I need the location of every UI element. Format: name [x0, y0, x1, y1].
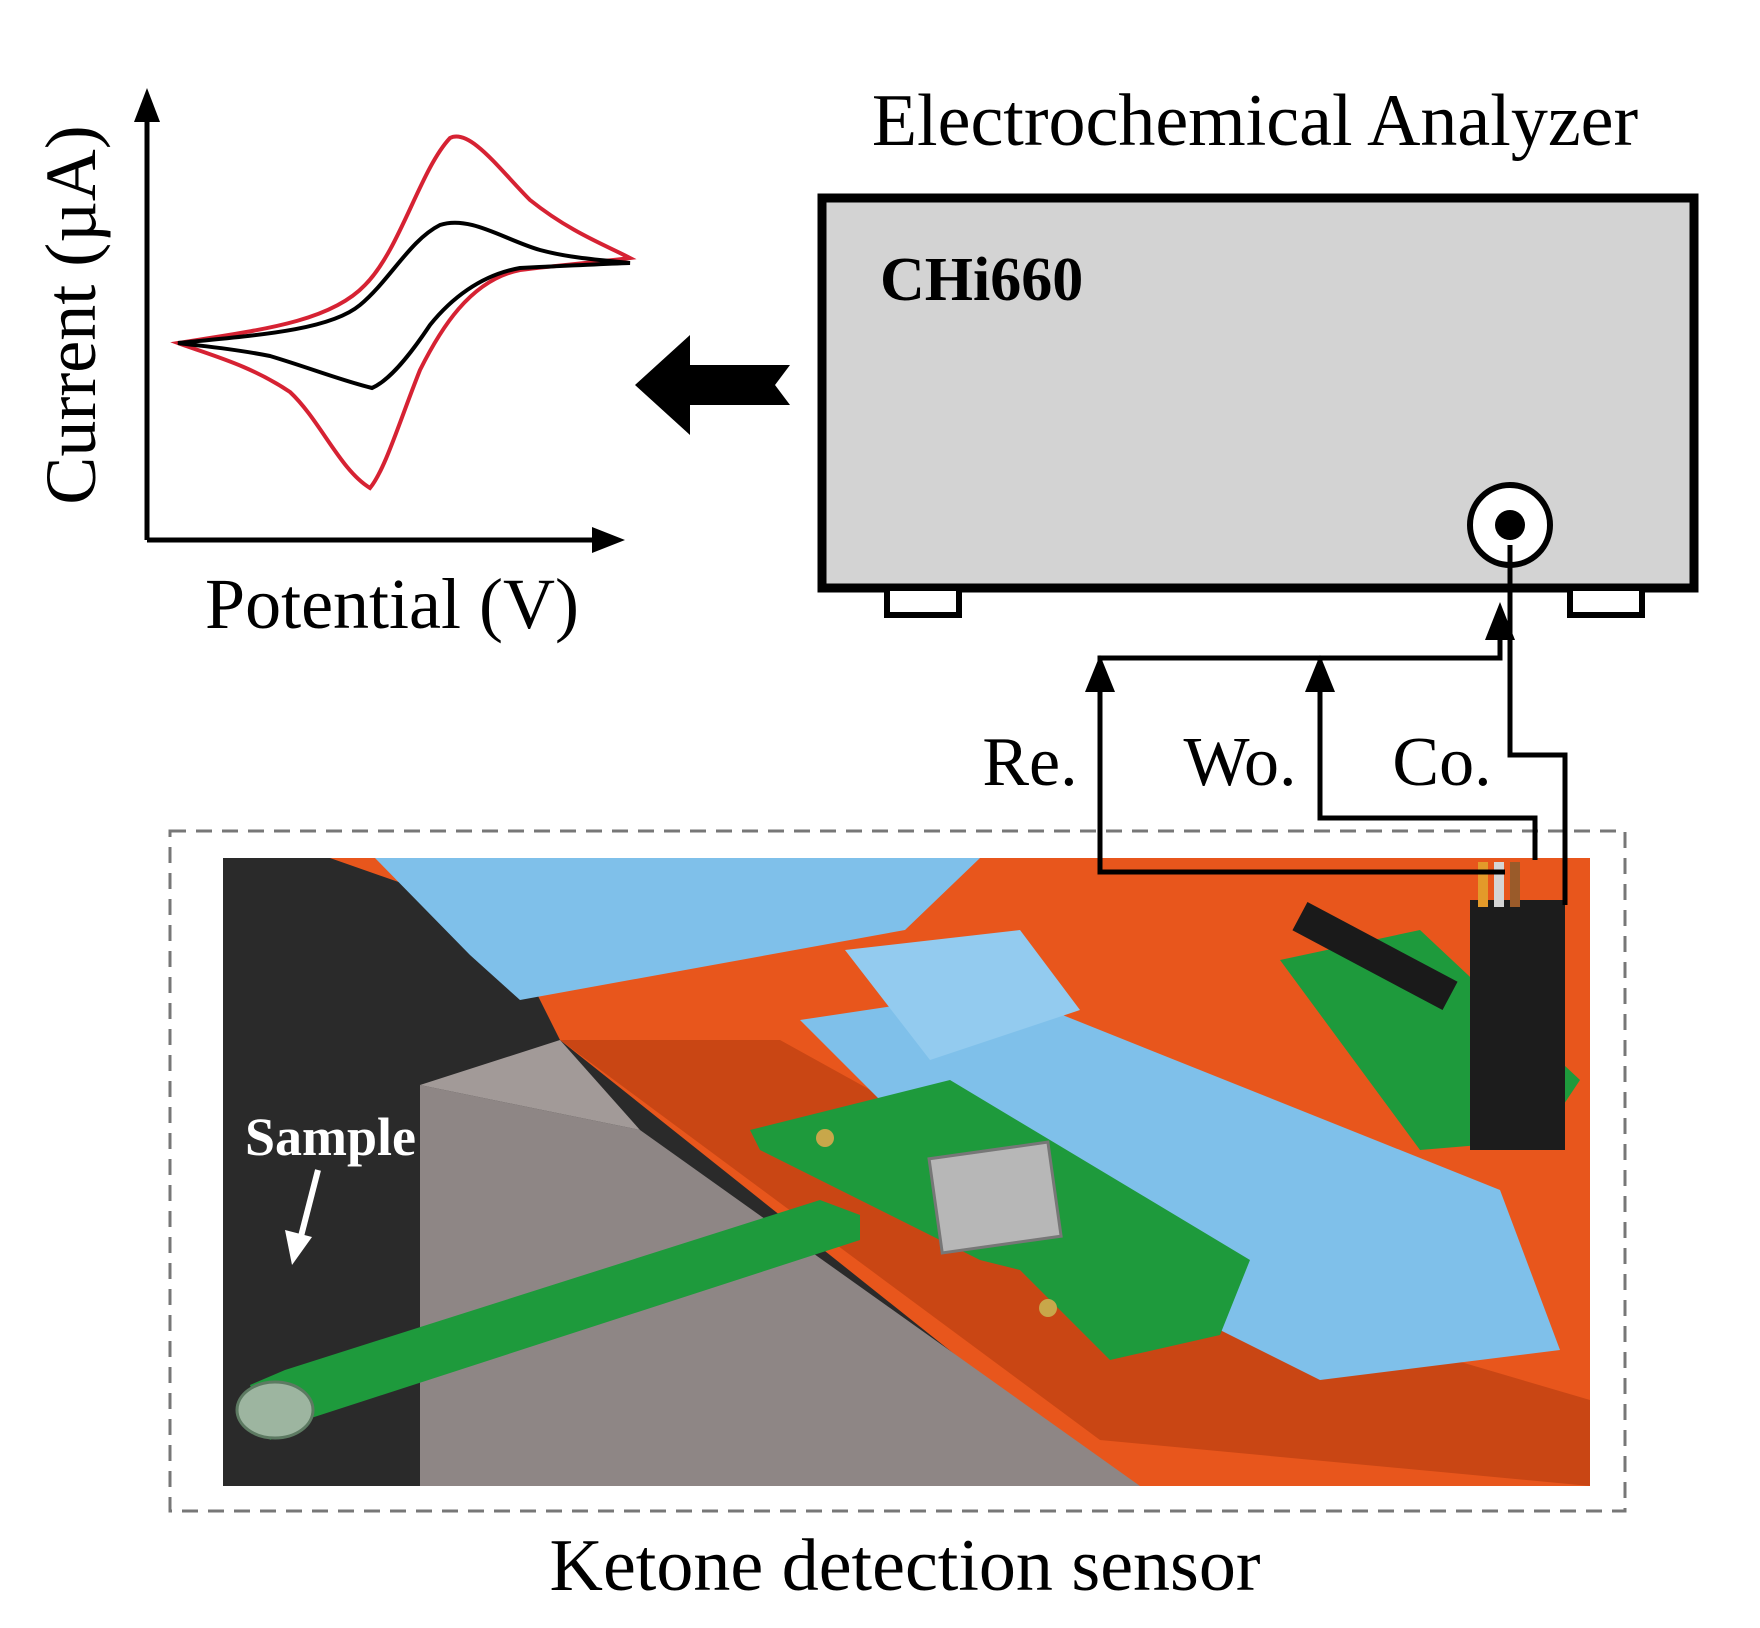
- electrode-wiring: [1097, 545, 1568, 905]
- working-wire: [1317, 705, 1538, 860]
- pad-2: [1039, 1299, 1057, 1317]
- analyzer-model: CHi660: [880, 246, 1083, 314]
- reference-wire: [1097, 705, 1505, 875]
- grey-block: [420, 1085, 1140, 1486]
- black-connector: [1470, 900, 1565, 1150]
- sample-label: Sample: [245, 1107, 416, 1167]
- sensor-photo: [223, 858, 1590, 1486]
- block-top: [420, 1040, 640, 1130]
- connector-port-center-icon: [1495, 510, 1525, 540]
- bus-line: [1097, 610, 1503, 720]
- wire-orange: [1478, 862, 1488, 907]
- cv-curve-red: [170, 134, 637, 491]
- analyzer-input-arrowhead: [1485, 602, 1515, 640]
- analyzer-foot-right: [1567, 585, 1645, 618]
- wire-white: [1494, 862, 1504, 907]
- working-electrode-label: Wo.: [1184, 724, 1297, 801]
- pin-header: [1292, 901, 1458, 1011]
- working-arrowhead: [1305, 655, 1335, 692]
- sample-arrowhead: [285, 1230, 312, 1265]
- metal-chip: [927, 1140, 1063, 1255]
- blue-tape-top: [375, 858, 980, 1000]
- sensor-strip: [250, 1200, 860, 1440]
- sample-droplet: [235, 1380, 315, 1440]
- pad-1: [816, 1129, 834, 1147]
- signal-arrow-icon: [635, 335, 790, 435]
- analyzer-foot-left: [884, 585, 962, 618]
- blue-tape-middle: [800, 990, 1560, 1380]
- reference-electrode-label: Re.: [982, 724, 1077, 801]
- reference-arrowhead: [1085, 655, 1115, 692]
- cv-plot: Current (µA) Potential (V): [31, 88, 637, 644]
- analyzer-title: Electrochemical Analyzer: [872, 80, 1638, 162]
- counter-electrode-label: Co.: [1392, 724, 1491, 801]
- counter-wire: [1507, 545, 1568, 905]
- x-axis-label: Potential (V): [205, 564, 579, 644]
- y-axis-arrowhead: [134, 88, 160, 122]
- x-axis-arrowhead: [592, 527, 625, 553]
- sensor-frame: [168, 829, 1627, 1513]
- electrochemical-analyzer: Electrochemical Analyzer CHi660: [817, 80, 1699, 618]
- blue-tape-flap: [845, 930, 1080, 1060]
- cv-curve-black: [177, 220, 631, 391]
- wire-brown: [1510, 862, 1520, 907]
- sensor-caption: Ketone detection sensor: [550, 1525, 1261, 1607]
- y-axis-label: Current (µA): [31, 125, 111, 504]
